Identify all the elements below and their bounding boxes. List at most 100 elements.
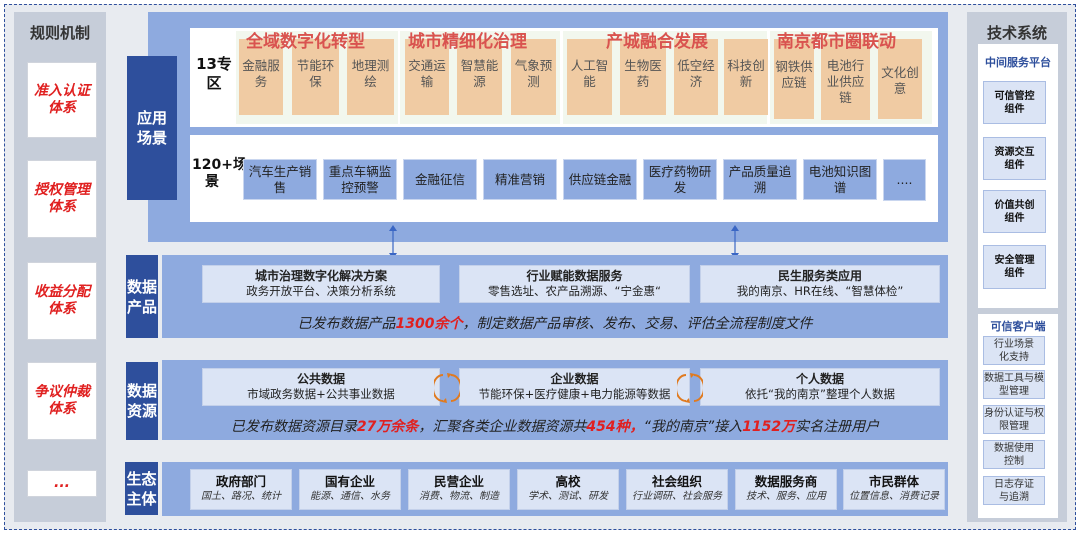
eco-card: 数据服务商技术、服务、应用 <box>735 469 837 510</box>
tech-title: 技术系统 <box>986 24 1047 42</box>
product-desc: 我的南京、HR在线、“智慧体检” <box>736 284 904 298</box>
product-card: 城市治理数字化解决方案政务开放平台、决策分析系统 <box>202 265 440 303</box>
eco-title: 社会组织 <box>651 474 702 489</box>
note-text: 实名注册用户 <box>795 419 880 435</box>
products-label: 数据产品 <box>126 255 158 338</box>
rule-item: 授权管理体系 <box>27 160 97 238</box>
cycle-arrows-icon <box>434 373 460 403</box>
zone-tile: 人工智能 <box>567 39 612 115</box>
zone-tile: 地理测绘 <box>347 39 394 115</box>
zone-tile: 金融服务 <box>239 39 283 115</box>
rule-item: 准入认证体系 <box>27 62 97 138</box>
resource-card: 个人数据依托“我的南京”整理个人数据 <box>700 368 940 406</box>
note-text: ，制定数据产品审核、发布、交易、评估全流程制度文件 <box>462 316 813 332</box>
resources-note: 已发布数据资源目录27万余条，汇聚各类企业数据资源共454种，“我的南京”接入1… <box>162 416 948 436</box>
app-label: 应用场景 <box>127 56 177 200</box>
group-title: 城市精细化治理 <box>408 32 527 52</box>
product-card: 行业赋能数据服务零售选址、农产品溯源、“宁金惠“ <box>459 265 690 303</box>
zone-tile: 气象预测 <box>511 39 556 115</box>
eco-card: 民营企业消费、物流、制造 <box>408 469 510 510</box>
rule-item: 争议仲裁体系 <box>27 362 97 440</box>
rule-item: ... <box>27 470 97 497</box>
eco-desc: 学术、测试、研发 <box>528 491 608 502</box>
zone-label: 13专区 <box>196 55 232 92</box>
eco-desc: 能源、通信、水务 <box>310 491 390 502</box>
component-box: 价值共创组件 <box>983 190 1046 233</box>
scene-tile: .... <box>883 159 926 201</box>
zone-tile: 科技创新 <box>724 39 768 115</box>
eco-label: 生态主体 <box>125 462 158 515</box>
zone-tile: 钢铁供应链 <box>774 39 814 119</box>
scene-tile: 电池知识图谱 <box>803 159 877 200</box>
scene-tile: 医疗药物研发 <box>643 159 717 200</box>
rule-item: 收益分配体系 <box>27 262 97 340</box>
resource-desc: 节能环保+医疗健康+电力能源等数据 <box>478 387 671 401</box>
eco-card: 政府部门国土、路况、统计 <box>190 469 292 510</box>
product-desc: 零售选址、农产品溯源、“宁金惠“ <box>488 284 661 298</box>
zone-tile: 文化创意 <box>878 39 922 119</box>
client-item: 行业场景化支持 <box>983 336 1045 365</box>
eco-desc: 位置信息、消费记录 <box>849 491 939 502</box>
note-highlight: 1152万 <box>742 419 796 435</box>
scene-tile: 精准营销 <box>483 159 557 200</box>
component-box: 可信管控组件 <box>983 81 1046 124</box>
product-desc: 政务开放平台、决策分析系统 <box>246 284 396 298</box>
eco-card: 国有企业能源、通信、水务 <box>299 469 401 510</box>
note-highlight: 1300余个 <box>395 316 463 332</box>
scene-tile: 产品质量追溯 <box>723 159 797 200</box>
note-text: 已发布数据产品 <box>297 316 396 332</box>
resource-title: 企业数据 <box>550 372 599 386</box>
note-highlight: 27万余条 <box>356 419 419 435</box>
client-title: 可信客户端 <box>990 320 1046 333</box>
eco-title: 高校 <box>555 474 581 489</box>
eco-title: 市民群体 <box>868 474 919 489</box>
eco-title: 民营企业 <box>433 474 484 489</box>
eco-desc: 消费、物流、制造 <box>419 491 499 502</box>
cycle-arrows-icon <box>677 373 703 403</box>
scene-label: 120+场景 <box>192 157 247 190</box>
note-text: ，汇聚各类企业数据资源共 <box>418 419 587 435</box>
zone-tile: 生物医药 <box>620 39 666 115</box>
eco-card: 市民群体位置信息、消费记录 <box>843 469 945 510</box>
platform-title: 中间服务平台 <box>985 56 1051 69</box>
resource-card: 公共数据市域政务数据+公共事业数据 <box>202 368 440 406</box>
zone-tile: 电池行业供应链 <box>821 39 870 120</box>
eco-desc: 行业调研、社会服务 <box>632 491 722 502</box>
product-title: 行业赋能数据服务 <box>526 269 623 283</box>
scene-tile: 重点车辆监控预警 <box>323 159 397 200</box>
resource-title: 公共数据 <box>296 372 345 386</box>
product-title: 民生服务类应用 <box>777 269 862 283</box>
scene-tile: 金融征信 <box>403 159 477 200</box>
rules-title: 规则机制 <box>29 24 90 42</box>
products-note: 已发布数据产品1300余个，制定数据产品审核、发布、交易、评估全流程制度文件 <box>162 313 948 333</box>
group-title: 南京都市圈联动 <box>777 32 896 52</box>
client-item: 数据工具与模型管理 <box>983 370 1045 399</box>
component-box: 资源交互组件 <box>983 137 1046 180</box>
eco-card: 高校学术、测试、研发 <box>517 469 619 510</box>
product-card: 民生服务类应用我的南京、HR在线、“智慧体检” <box>700 265 940 303</box>
component-box: 安全管理组件 <box>983 245 1046 289</box>
zone-tile: 智慧能源 <box>457 39 502 115</box>
eco-desc: 技术、服务、应用 <box>746 491 826 502</box>
note-highlight: 454种， <box>586 419 644 435</box>
eco-card: 社会组织行业调研、社会服务 <box>626 469 728 510</box>
resource-desc: 依托“我的南京”整理个人数据 <box>745 387 895 401</box>
scene-tile: 供应链金融 <box>563 159 637 200</box>
resources-label: 数据资源 <box>126 362 158 440</box>
eco-title: 数据服务商 <box>754 474 818 489</box>
zone-tile: 低空经济 <box>674 39 718 115</box>
note-text: 已发布数据资源目录 <box>230 419 357 435</box>
zone-tile: 节能环保 <box>292 39 339 115</box>
double-arrow-icon <box>389 225 397 259</box>
resource-title: 个人数据 <box>795 372 844 386</box>
client-item: 数据使用控制 <box>983 440 1045 469</box>
product-title: 城市治理数字化解决方案 <box>254 269 387 283</box>
group-title: 产城融合发展 <box>606 32 708 52</box>
client-item: 身份认证与权限管理 <box>983 405 1045 434</box>
resource-desc: 市域政务数据+公共事业数据 <box>247 387 395 401</box>
group-title: 全域数字化转型 <box>246 32 365 52</box>
note-text: “我的南京”接入 <box>643 419 743 435</box>
eco-title: 政府部门 <box>215 474 266 489</box>
scene-tile: 汽车生产销售 <box>243 159 317 200</box>
double-arrow-icon <box>731 225 739 259</box>
